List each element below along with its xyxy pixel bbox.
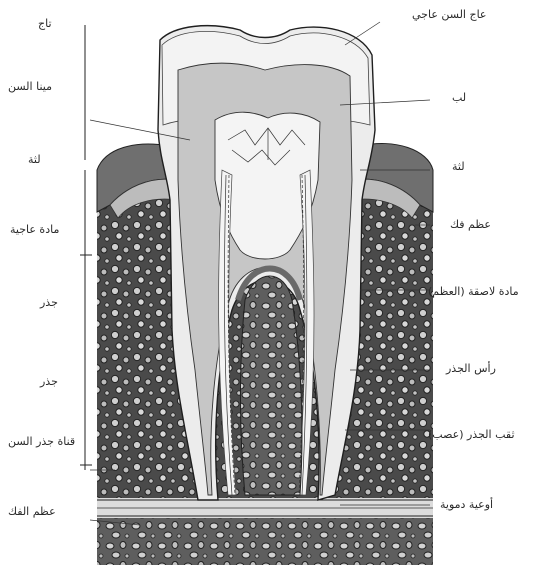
label-bone-tissue: عظم فك: [450, 218, 491, 231]
label-gum-right: لثة: [452, 160, 465, 173]
label-root-middle: جذر: [40, 296, 58, 309]
label-vessels: أوعية دموية: [440, 498, 493, 511]
label-enamel: مينا السن: [8, 80, 52, 93]
label-jaw-bone: عظم الفك: [8, 505, 56, 518]
label-periodontal: مادة لاصقة (العظم): [428, 285, 519, 298]
label-root-lower: جذر: [40, 375, 58, 388]
inter-root-bone: [240, 276, 302, 495]
label-pulp: لب: [452, 91, 466, 104]
label-enamel-cap: عاج السن عاجي: [412, 8, 487, 21]
label-root-apex: رأس الجذر: [446, 362, 496, 375]
label-crown: تاج: [38, 17, 52, 30]
label-gum-left: لثة: [28, 153, 41, 166]
label-nerve: ثقب الجذر (عصب): [428, 428, 515, 441]
label-root-canal: قناة جذر السن: [8, 435, 75, 448]
label-dentin: مادة عاجية: [10, 223, 59, 236]
